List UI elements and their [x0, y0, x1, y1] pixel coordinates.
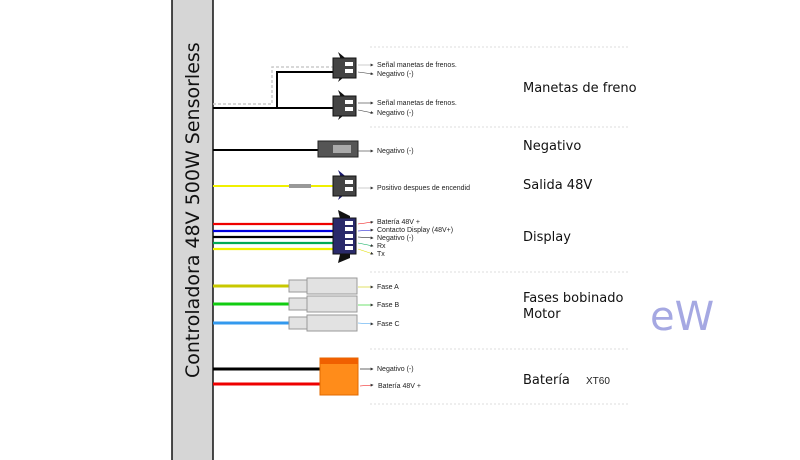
brake-connector-2 — [332, 90, 357, 120]
brake2-negative-label: Negativo (-) — [377, 110, 414, 117]
brake1-negative-label: Negativo (-) — [377, 71, 414, 78]
phase-connectors — [288, 277, 358, 332]
display-wires — [213, 222, 333, 251]
display-pin-negative: Negativo (-) — [377, 235, 414, 242]
brake2-signal-label: Señal manetas de frenos. — [377, 100, 457, 107]
phase-a-label: Fase A — [377, 284, 399, 291]
output-pin-label: Positivo despues de encendid — [377, 185, 470, 192]
brake1-signal-label: Señal manetas de frenos. — [377, 62, 457, 69]
battery-title: Batería — [523, 373, 570, 388]
wire-marker — [289, 184, 311, 188]
display-pin-battery: Batería 48V + — [377, 219, 420, 226]
negative-pin-label: Negativo (-) — [377, 148, 414, 155]
display-pin-rx: Rx — [377, 243, 386, 250]
display-pin-contact: Contacto Display (48V+) — [377, 227, 453, 234]
negative-connector — [317, 140, 359, 158]
section-separators — [370, 46, 628, 405]
phase-b-label: Fase B — [377, 302, 400, 309]
battery-connector-type: XT60 — [586, 376, 610, 387]
phases-title-line2: Motor — [523, 307, 561, 322]
xt60-connector — [319, 357, 359, 396]
negative-title: Negativo — [523, 139, 581, 154]
battery-negative-label: Negativo (-) — [377, 366, 414, 373]
phases-title-line1: Fases bobinado — [523, 291, 623, 306]
battery-positive-label: Batería 48V + — [378, 383, 421, 390]
output-connector — [332, 170, 357, 200]
controller-label: Controladora 48V 500W Sensorless — [182, 42, 204, 378]
display-pin-tx: Tx — [377, 251, 385, 258]
watermark: eW — [650, 294, 714, 340]
brake-wires — [213, 66, 333, 109]
controller-box: Controladora 48V 500W Sensorless — [171, 0, 214, 460]
output-title: Salida 48V — [523, 178, 592, 193]
display-connector — [332, 210, 357, 263]
brakes-title: Manetas de freno — [523, 81, 637, 96]
brake-connector-1 — [332, 52, 357, 82]
display-title: Display — [523, 230, 571, 245]
phase-c-label: Fase C — [377, 321, 400, 328]
phase-wires — [213, 284, 289, 325]
